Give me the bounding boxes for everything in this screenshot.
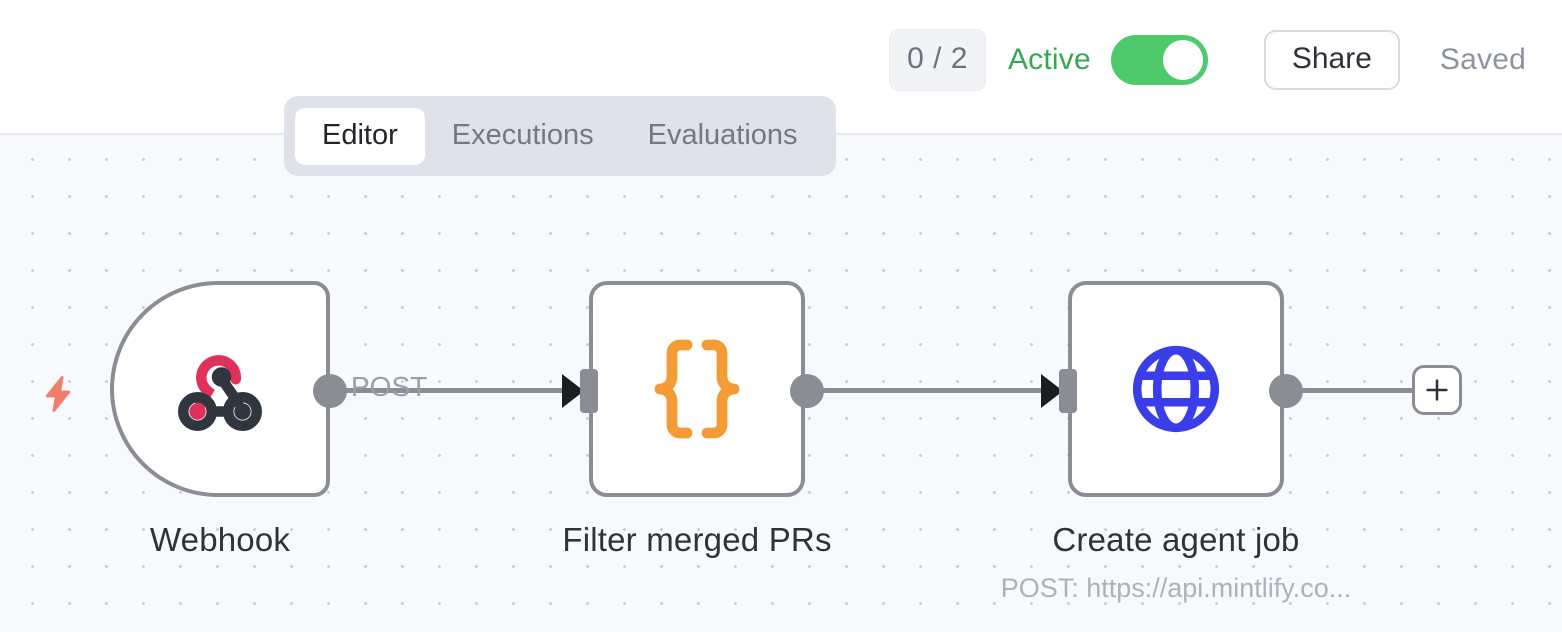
toggle-knob	[1162, 40, 1203, 80]
webhook-icon	[178, 355, 262, 431]
globe-icon	[1132, 345, 1220, 433]
node-webhook-label: Webhook	[149, 521, 291, 558]
edge-filter-http-line	[806, 388, 1062, 393]
edge-filter-http-arrow	[1041, 374, 1063, 408]
edge-http-add-line	[1285, 388, 1417, 393]
add-node-button[interactable]	[1412, 365, 1462, 415]
edge-webhook-filter-label: POST	[351, 371, 428, 402]
workflow-canvas[interactable]: POST	[0, 135, 1562, 632]
node-http-request[interactable]	[1068, 281, 1284, 497]
port-filter-output[interactable]	[790, 374, 824, 408]
share-button[interactable]: Share	[1263, 30, 1400, 90]
edge-webhook-filter-line	[330, 388, 582, 393]
plus-icon	[1426, 379, 1448, 401]
node-filter-label: Filter merged PRs	[562, 521, 832, 558]
node-http-label: Create agent job	[1052, 521, 1300, 558]
tab-executions[interactable]: Executions	[451, 118, 594, 151]
lightning-bolt-icon	[45, 376, 71, 412]
edge-webhook-filter-arrow	[562, 374, 584, 408]
run-count-badge: 0 / 2	[889, 29, 986, 91]
port-http-input[interactable]	[1059, 369, 1077, 413]
tab-evaluations[interactable]: Evaluations	[647, 118, 798, 151]
node-filter[interactable]	[589, 281, 805, 497]
header-actions: 0 / 2 Active Share Saved	[889, 29, 1526, 91]
port-http-output[interactable]	[1269, 374, 1303, 408]
saved-status-label: Saved	[1439, 43, 1526, 76]
tab-editor[interactable]: Editor	[295, 107, 425, 165]
node-webhook[interactable]	[110, 281, 330, 497]
curly-braces-icon	[654, 339, 740, 439]
active-toggle[interactable]	[1110, 35, 1208, 85]
view-tabs: Editor Executions Evaluations	[284, 96, 836, 176]
active-status-label: Active	[1007, 43, 1091, 76]
node-http-sublabel: POST: https://api.mintlify.co...	[1000, 573, 1352, 603]
port-filter-input[interactable]	[580, 369, 598, 413]
port-webhook-output[interactable]	[313, 374, 347, 408]
